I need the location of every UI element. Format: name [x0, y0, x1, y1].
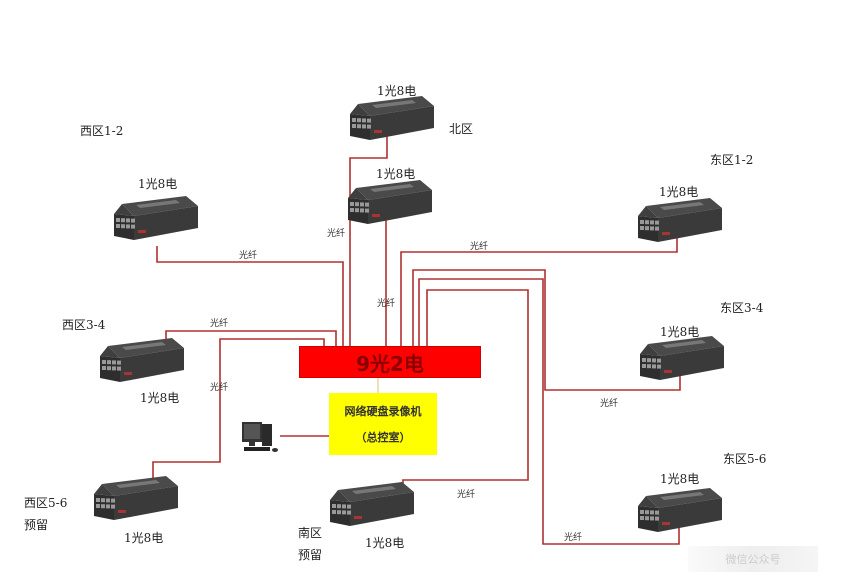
zone-south: 南区 [298, 526, 323, 540]
switch-label-north-b: 1光8电 [376, 167, 416, 181]
switch-label-east-1-2: 1光8电 [659, 185, 699, 199]
fiber-label-south: 光纤 [457, 490, 476, 500]
fiber-label-west-1-2: 光纤 [239, 251, 258, 261]
core-switch: 9光2电 [299, 346, 481, 378]
fiber-label-west-3-4: 光纤 [210, 319, 229, 329]
switch-label-south: 1光8电 [365, 536, 405, 550]
wire-south [402, 289, 529, 486]
switch-label-east-5-6: 1光8电 [660, 472, 700, 486]
fiber-label-east-5-6: 光纤 [564, 533, 583, 543]
nvr-box: 网络硬盘录像机 （总控室） [329, 393, 437, 455]
wire-north-a [349, 134, 388, 346]
switch-device-east-3-4 [640, 336, 724, 380]
watermark-text: 微信公众号 [725, 553, 781, 566]
nvr-title: 网络硬盘录像机 [344, 405, 422, 418]
zone-west-1-2: 西区1-2 [80, 124, 124, 138]
wire-east-3-4 [412, 269, 681, 391]
switch-device-east-5-6 [638, 488, 722, 532]
wire-east-1-2 [400, 232, 678, 346]
zone-west-5-6-note: 预留 [24, 518, 49, 532]
watermark: 微信公众号 [688, 546, 818, 572]
computer-icon [242, 422, 278, 452]
switch-label-west-1-2: 1光8电 [138, 177, 178, 191]
switch-device-west-5-6 [94, 476, 178, 520]
nvr-subtitle: （总控室） [355, 431, 411, 444]
fiber-label-west-5-6: 光纤 [210, 383, 229, 393]
switch-device-north-b [348, 180, 432, 224]
zone-west-5-6: 西区5-6 [24, 496, 68, 510]
fiber-label-east-3-4: 光纤 [600, 399, 619, 409]
zone-east-5-6: 东区5-6 [723, 452, 767, 466]
core-switch-label: 9光2电 [356, 351, 424, 376]
wire-east-5-6 [418, 278, 680, 545]
switch-label-north-a: 1光8电 [377, 84, 417, 98]
zone-west-3-4: 西区3-4 [62, 318, 106, 332]
switch-device-west-1-2 [114, 196, 198, 240]
zone-south-note: 预留 [298, 548, 323, 562]
zone-north: 北区 [449, 122, 474, 136]
wire-west-5-6 [152, 338, 325, 478]
fiber-label-north-a: 光纤 [327, 229, 346, 239]
switch-device-north-a [350, 96, 434, 140]
switch-label-west-5-6: 1光8电 [124, 531, 164, 545]
switch-device-south [330, 482, 414, 526]
wire-west-3-4 [165, 330, 337, 346]
fiber-label-east-1-2: 光纤 [470, 242, 489, 252]
switch-device-west-3-4 [100, 338, 184, 382]
fiber-label-north-b: 光纤 [377, 299, 396, 309]
wire-west-1-2 [156, 246, 344, 346]
switch-device-east-1-2 [638, 198, 722, 242]
switch-label-west-3-4: 1光8电 [140, 391, 180, 405]
zone-east-1-2: 东区1-2 [710, 153, 754, 167]
zone-east-3-4: 东区3-4 [720, 301, 764, 315]
switch-label-east-3-4: 1光8电 [660, 325, 700, 339]
